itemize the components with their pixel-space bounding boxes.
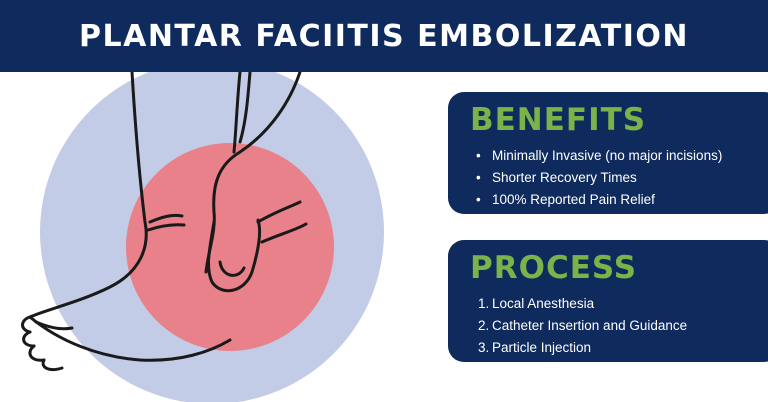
process-card: PROCESS 1. Local Anesthesia 2. Catheter … <box>448 240 768 362</box>
list-item: Minimally Invasive (no major incisions) <box>470 145 760 167</box>
list-item: Shorter Recovery Times <box>470 167 760 189</box>
list-item: 2. Catheter Insertion and Guidance <box>470 315 760 337</box>
page-title: PLANTAR FACIITIS EMBOLIZATION <box>79 18 689 54</box>
step-text: Catheter Insertion and Guidance <box>492 317 688 333</box>
header-banner: PLANTAR FACIITIS EMBOLIZATION <box>0 0 768 72</box>
step-number: 2. <box>478 317 490 333</box>
benefits-card: BENEFITS Minimally Invasive (no major in… <box>448 92 768 214</box>
foot-with-hand-icon <box>21 72 384 402</box>
process-list: 1. Local Anesthesia 2. Catheter Insertio… <box>470 293 760 359</box>
benefits-list: Minimally Invasive (no major incisions) … <box>470 145 760 211</box>
process-title: PROCESS <box>470 250 638 286</box>
step-number: 3. <box>478 339 490 355</box>
list-item: 100% Reported Pain Relief <box>470 189 760 211</box>
step-text: Local Anesthesia <box>492 295 595 311</box>
pain-highlight-circle <box>126 143 334 351</box>
list-item: 1. Local Anesthesia <box>470 293 760 315</box>
benefits-title: BENEFITS <box>470 102 647 138</box>
step-text: Particle Injection <box>492 339 592 355</box>
list-item: 3. Particle Injection <box>470 337 760 359</box>
step-number: 1. <box>478 295 490 311</box>
